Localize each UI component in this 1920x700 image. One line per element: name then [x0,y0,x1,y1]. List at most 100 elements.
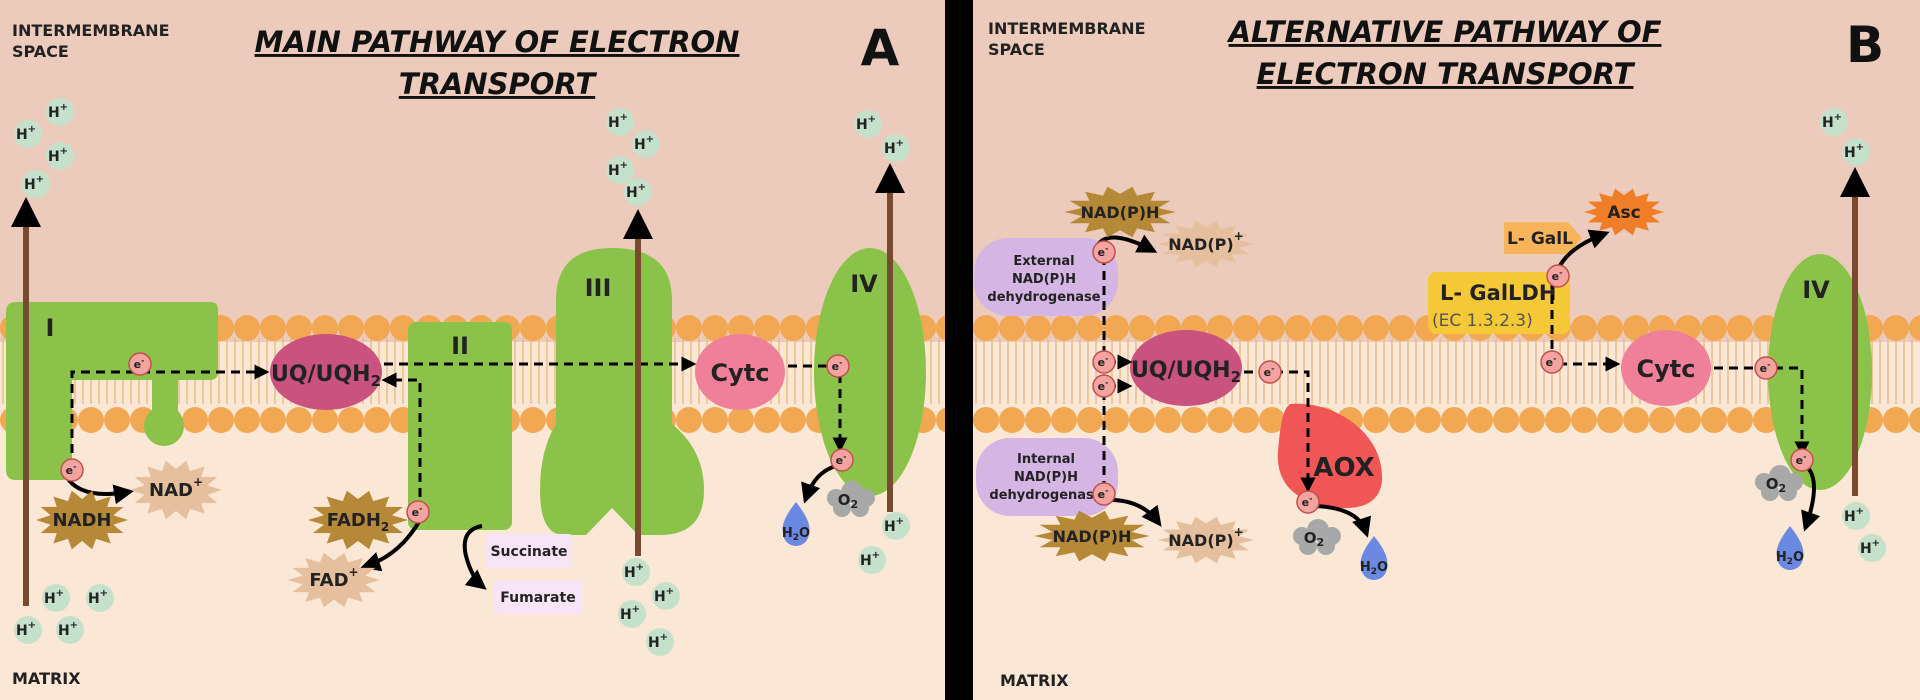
svg-text:II: II [451,332,469,360]
svg-text:H+: H+ [24,174,44,193]
svg-text:H+: H+ [648,632,668,651]
fad-plus-molecule: FAD+ [288,552,380,608]
svg-text:H+: H+ [1844,142,1864,161]
svg-text:H+: H+ [856,114,876,133]
electron: e- [1092,482,1116,506]
svg-text:NADH: NADH [52,510,111,531]
proton: H+ [622,558,650,586]
svg-text:H+: H+ [634,134,654,153]
svg-text:H+: H+ [620,604,640,623]
electron: e- [1540,350,1564,374]
svg-text:e-: e- [1098,244,1109,259]
proton: H+ [22,170,50,198]
svg-text:FAD+: FAD+ [309,565,358,591]
nad-plus-molecule: NAD+ [130,460,222,520]
svg-text:H+: H+ [1822,112,1842,131]
proton: H+ [14,616,42,644]
svg-text:e-: e- [66,462,77,477]
svg-text:UQ/UQH2: UQ/UQH2 [271,362,381,390]
svg-text:H2O: H2O [1776,550,1804,567]
proton: H+ [624,178,652,206]
proton: H+ [1820,108,1848,136]
svg-text:e-: e- [1552,268,1563,283]
svg-text:Cytc: Cytc [1637,355,1696,383]
succinate-box: Succinate [486,534,572,568]
svg-text:O2: O2 [1766,475,1786,495]
electron: e- [1546,264,1570,288]
svg-text:Succinate: Succinate [490,544,567,560]
ubiquinone-pool-b: UQ/UQH2 [1130,330,1242,406]
panel-b-title-line2: ELECTRON TRANSPORT [1257,57,1636,91]
svg-text:IV: IV [1802,276,1830,304]
electron: e- [830,448,854,472]
ubiquinone-pool-a: UQ/UQH2 [270,334,382,410]
oxygen-cloud-b: O2 [1755,465,1803,501]
panel-b-letter: B [1846,16,1884,74]
nadp-plus-molecule-internal: NAD(P)+ [1158,516,1254,564]
svg-text:H+: H+ [884,138,904,157]
svg-text:(EC 1.3.2.3): (EC 1.3.2.3) [1432,311,1533,331]
svg-text:NAD+: NAD+ [149,475,203,501]
electron: e- [1258,360,1282,384]
svg-text:H+: H+ [44,588,64,607]
svg-text:H+: H+ [626,182,646,201]
svg-text:H+: H+ [58,620,78,639]
electron: e- [60,458,84,482]
cytochrome-c-b: Cytc [1621,330,1711,406]
complex-4-a: IV [814,248,926,496]
electron-flow-complex2 [381,372,422,512]
proton: H+ [858,546,886,574]
l-gall-tag: L- GalL [1504,222,1582,254]
l-galldh-enzyme: L- GalLDH (EC 1.3.2.3) [1428,272,1570,334]
svg-text:NAD(P)+: NAD(P)+ [1168,229,1243,254]
electron-flow-cytc-complex4-b [1714,366,1810,457]
electron: e- [1790,448,1814,472]
svg-text:H+: H+ [884,516,904,535]
proton: H+ [56,616,84,644]
complex-3: III [540,248,704,535]
panel-divider [945,0,973,700]
svg-text:H2O: H2O [1360,560,1388,577]
oxygen-cloud-aox: O2 [1293,519,1341,555]
fadh2-oxidation-arrow [360,519,422,572]
svg-text:L- GalL: L- GalL [1507,229,1573,249]
svg-text:Fumarate: Fumarate [500,590,575,606]
proton: H+ [1842,138,1870,166]
proton: H+ [46,98,74,126]
svg-text:H+: H+ [624,562,644,581]
panel-b-title-line1: ALTERNATIVE PATHWAY OF [1227,15,1662,49]
svg-text:H+: H+ [654,586,674,605]
complex-2: II [408,322,512,530]
panel-b-matrix [973,342,1920,700]
svg-text:NAD(P)H: NAD(P)H [1081,203,1160,222]
electron: e- [128,352,152,376]
svg-text:e-: e- [1796,452,1807,467]
svg-text:Asc: Asc [1607,203,1640,223]
svg-text:H+: H+ [860,550,880,569]
svg-text:H+: H+ [608,160,628,179]
svg-text:e-: e- [1264,364,1275,379]
oxygen-cloud-a: O2 [827,481,875,517]
proton: H+ [46,142,74,170]
nadp-plus-molecule-external: NAD(P)+ [1158,220,1254,268]
proton: H+ [854,110,882,138]
electron: e- [826,354,850,378]
panel-a-title-line2: TRANSPORT [399,67,598,101]
water-drop-aox: H2O [1360,536,1388,580]
svg-text:AOX: AOX [1313,453,1374,483]
svg-text:e-: e- [836,452,847,467]
svg-text:H+: H+ [1844,506,1864,525]
proton: H+ [606,108,634,136]
svg-text:NAD(P)H: NAD(P)H [1053,527,1132,546]
svg-text:H+: H+ [48,146,68,165]
nadph-molecule-external: NAD(P)H [1064,186,1176,238]
oxygen-reduction-arrow-a [801,464,837,504]
svg-text:O2: O2 [1304,529,1324,549]
